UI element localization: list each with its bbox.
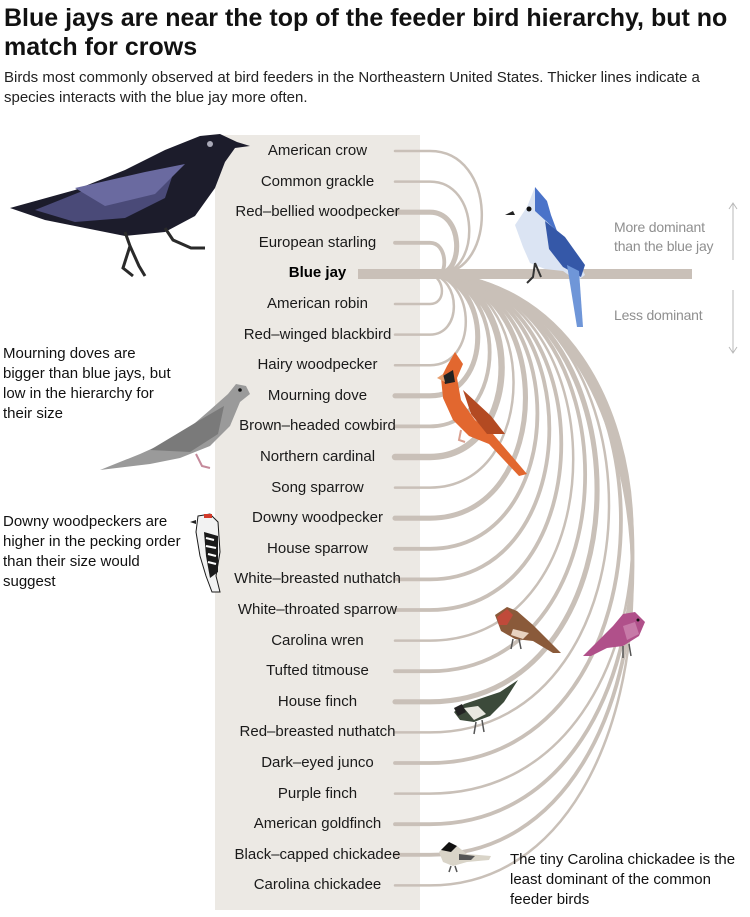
interaction-arc: [393, 180, 471, 275]
mourning-dove-annotation: Mourning doves are bigger than blue jays…: [3, 345, 171, 422]
species-label: White–throated sparrow: [237, 601, 398, 618]
species-label: Purple finch: [277, 784, 358, 802]
species-label: Hairy woodpecker: [257, 356, 378, 374]
chickadee-annotation: The tiny Carolina chickadee is the least…: [510, 851, 736, 908]
chickadee-illustration: [439, 842, 491, 873]
interaction-arc: [392, 270, 600, 705]
mourning-dove-illustration: [100, 384, 250, 470]
purple-finch-illustration: [583, 612, 645, 658]
species-label: Red–breasted nuthatch: [239, 723, 396, 741]
species-label: Tufted titmouse: [266, 662, 369, 680]
more-dominant-note: More dominant than the blue jay: [614, 219, 714, 254]
interaction-arc: [391, 270, 505, 461]
species-label: House finch: [277, 692, 358, 710]
species-label: Carolina chickadee: [253, 876, 382, 894]
species-label: American goldfinch: [253, 815, 382, 833]
species-label: Carolina wren: [271, 631, 364, 649]
interaction-arc: [393, 271, 552, 582]
blue-jay-illustration: [505, 187, 585, 327]
interaction-arc: [393, 272, 634, 887]
species-label: Mourning dove: [267, 386, 368, 404]
interaction-arc: [393, 271, 563, 612]
less-dominant-note: Less dominant: [614, 307, 703, 323]
species-label: American robin: [267, 295, 368, 312]
species-label: Red–winged blackbird: [243, 325, 392, 343]
species-column-background: [215, 135, 420, 910]
species-label: Brown–headed cowbird: [239, 417, 396, 435]
species-label: Common grackle: [260, 172, 375, 190]
species-label: Song sparrow: [271, 478, 364, 496]
interaction-arc: [393, 149, 483, 275]
dominance-scale-arrow: [728, 202, 738, 354]
dark-eyed-junco-illustration: [454, 680, 518, 735]
downy-woodpecker-illustration: [190, 513, 221, 593]
subhead: Birds most commonly observed at bird fee…: [4, 69, 700, 106]
house-finch-illustration: [495, 607, 561, 653]
species-label: American crow: [267, 142, 368, 159]
species-label: Red–bellied woodpecker: [235, 203, 400, 221]
species-label: House sparrow: [267, 539, 368, 557]
species-label: Dark–eyed junco: [261, 754, 374, 771]
interaction-arc: [393, 272, 575, 642]
downy-woodpecker-annotation: Downy woodpeckers are higher in the peck…: [3, 513, 181, 590]
species-label: Black–capped chickadee: [234, 845, 401, 863]
crow-illustration: [10, 134, 250, 278]
headline: Blue jays are near the top of the feeder…: [4, 4, 728, 61]
species-label: Northern cardinal: [259, 448, 376, 465]
species-label: European starling: [258, 233, 377, 251]
interaction-arc: [393, 271, 540, 551]
species-label-blue-jay: Blue jay: [288, 264, 347, 282]
interaction-arc: [392, 270, 528, 521]
species-label: White–breasted nuthatch: [234, 570, 401, 588]
northern-cardinal-illustration: [437, 352, 527, 476]
species-label: Downy woodpecker: [252, 509, 383, 527]
